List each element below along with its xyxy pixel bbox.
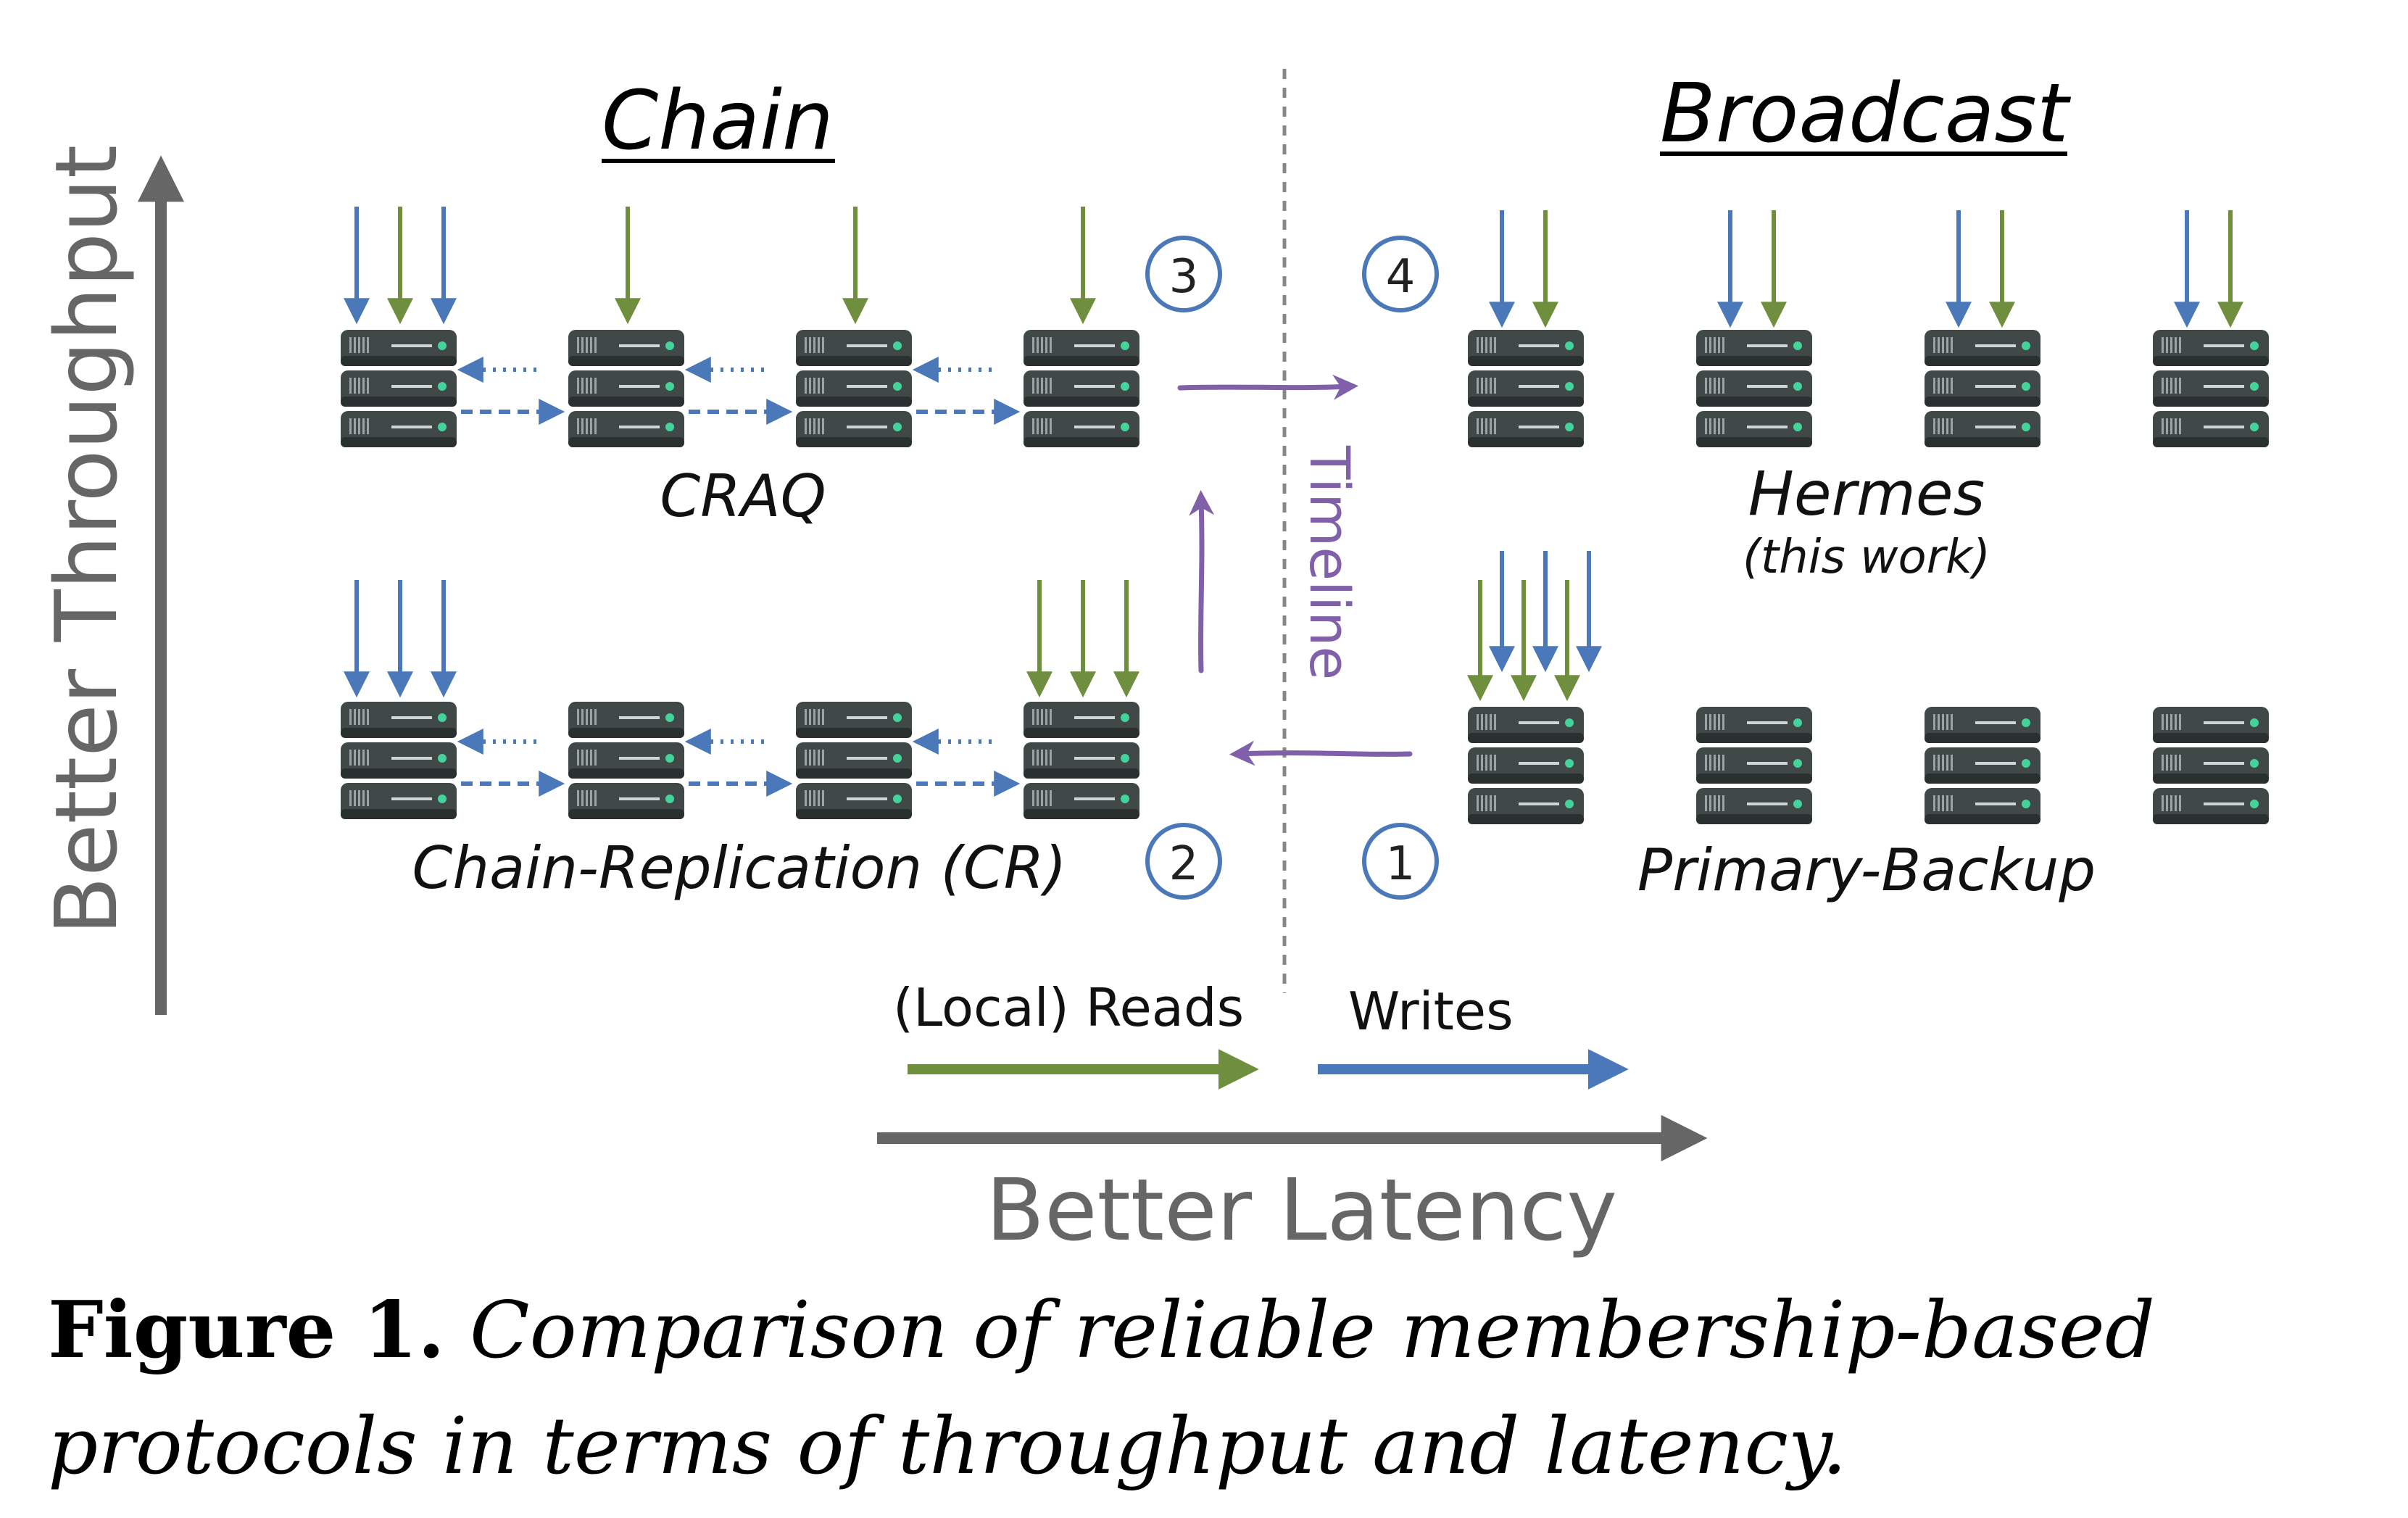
step-marker-2: 2 xyxy=(1145,823,1222,900)
timeline-arrows xyxy=(1177,374,1413,766)
server xyxy=(1022,328,1141,449)
server xyxy=(1022,700,1141,821)
incoming-read-arrows xyxy=(387,207,2243,702)
figure-caption: Figure 1. Comparison of reliable members… xyxy=(48,1272,2382,1505)
server xyxy=(1466,328,1585,449)
server xyxy=(339,328,458,449)
server xyxy=(339,700,458,821)
hermes-note: (this work) xyxy=(1743,531,1990,584)
server xyxy=(567,700,686,821)
figure-caption-label: Figure 1. xyxy=(48,1285,445,1376)
step-marker-4: 4 xyxy=(1362,236,1439,312)
incoming-write-arrows xyxy=(344,207,2200,698)
step-number: 3 xyxy=(1169,250,1199,304)
server xyxy=(794,328,913,449)
step-marker-3: 3 xyxy=(1145,236,1222,312)
server xyxy=(1923,328,2042,449)
step-number: 1 xyxy=(1386,837,1416,891)
broadcast-heading: Broadcast xyxy=(1660,67,2072,161)
primary-backup-label: Primary-Backup xyxy=(1637,837,2096,904)
server xyxy=(1695,705,1814,826)
figure-caption-text: Comparison of reliable membership-based … xyxy=(48,1285,2155,1492)
hermes-label: Hermes xyxy=(1748,458,1985,529)
legend-writes-label: Writes xyxy=(1348,981,1514,1042)
server xyxy=(1695,328,1814,449)
server xyxy=(1466,705,1585,826)
step-number: 2 xyxy=(1169,837,1199,891)
server xyxy=(567,328,686,449)
throughput-axis-label: Better Throughput xyxy=(36,145,136,935)
cr-label: Chain-Replication (CR) xyxy=(412,834,1067,902)
server xyxy=(1923,705,2042,826)
chain-heading: Chain xyxy=(602,74,834,168)
legend-reads-label: (Local) Reads xyxy=(893,977,1244,1038)
latency-axis-label: Better Latency xyxy=(986,1160,1617,1260)
server xyxy=(2151,705,2270,826)
server xyxy=(2151,328,2270,449)
step-number: 4 xyxy=(1386,250,1416,304)
server xyxy=(794,700,913,821)
craq-label: CRAQ xyxy=(660,463,826,530)
timeline-label: Timeline xyxy=(1298,445,1362,680)
step-marker-1: 1 xyxy=(1362,823,1439,900)
